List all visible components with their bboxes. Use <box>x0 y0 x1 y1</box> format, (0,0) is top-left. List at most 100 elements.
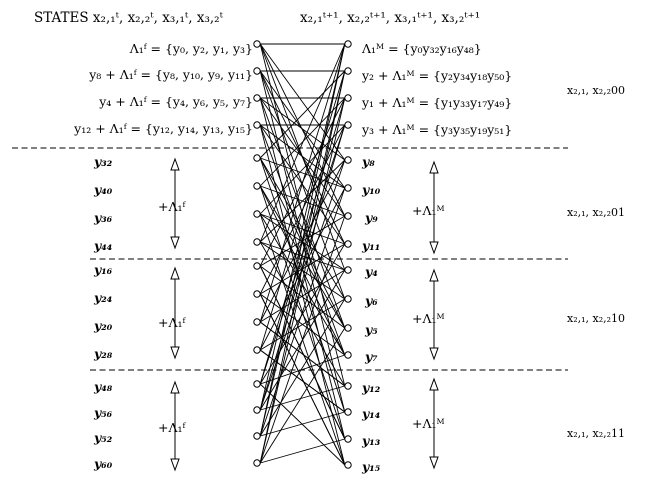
left-state-node <box>253 67 261 75</box>
trellis-edge <box>259 298 346 437</box>
header-right: x₂,₁ᵗ⁺¹, x₂,₂ᵗ⁺¹, x₃,₁ᵗ⁺¹, x₃,₂ᵗ⁺¹ <box>300 10 480 26</box>
trellis-edge <box>260 213 345 245</box>
trellis-edge <box>259 327 346 464</box>
left-state-node <box>253 432 261 440</box>
trellis-edge <box>259 293 346 466</box>
right-state-label: y₁₀ <box>361 182 381 197</box>
right-state-node <box>344 382 352 390</box>
right-state-node <box>344 94 352 102</box>
trellis-edge <box>259 159 346 411</box>
right-state-node <box>344 266 352 274</box>
right-state-label: y₅ <box>364 322 378 337</box>
right-state-node <box>344 461 352 469</box>
right-state-node <box>344 40 352 48</box>
left-state-node <box>253 459 261 467</box>
trellis-edge <box>259 43 346 387</box>
right-set-label-3: y₃ + Λ₁ᴹ = {y₃y₃₅y₁₉y₅₁} <box>361 122 512 137</box>
left-state-label: y₆₀ <box>93 456 113 471</box>
right-set-label-0: Λ₁ᴹ = {y₀y₃₂y₁₆y₄₈} <box>361 41 482 56</box>
right-state-node <box>344 435 352 443</box>
left-set-label-2: y₄ + Λ₁ᶠ = {y₄, y₆, y₅, y₇} <box>98 94 253 109</box>
right-arrow-block-1 <box>429 160 439 255</box>
trellis-edge <box>259 43 346 411</box>
left-arrow-block-1 <box>170 157 180 250</box>
trellis-edge <box>259 43 346 437</box>
left-state-label: y₁₆ <box>93 262 113 277</box>
left-state-node <box>253 210 261 218</box>
trellis-edge <box>259 43 346 243</box>
right-state-node <box>344 240 352 248</box>
left-state-node <box>253 380 261 388</box>
left-state-label: y₂₀ <box>93 318 113 333</box>
left-state-node <box>253 94 261 102</box>
trellis-edge <box>260 438 345 464</box>
right-state-label: y₄ <box>364 264 378 279</box>
right-state-node <box>344 324 352 332</box>
trellis-edge <box>259 241 346 300</box>
left-state-label: y₄₄ <box>93 238 112 253</box>
trellis-edge <box>259 97 346 161</box>
right-state-node <box>344 212 352 220</box>
side-label-00: x₂,₁, x₂,₂00 <box>567 84 625 97</box>
left-state-node <box>253 346 261 354</box>
trellis-edge <box>259 321 346 387</box>
left-shift-label: +Λ₁ᶠ <box>158 420 187 435</box>
left-set-label-0: Λ₁ᶠ = {y₀, y₂, y₁, y₃} <box>129 41 253 56</box>
right-state-node <box>344 408 352 416</box>
left-state-label: y₄₀ <box>93 182 113 197</box>
header-left: STATES x₂,₁ᵗ, x₂,₂ᵗ, x₃,₁ᵗ, x₃,₂ᵗ <box>34 10 224 26</box>
right-shift-label: +Λ₁ᴹ <box>412 311 445 326</box>
left-state-label: y₄₈ <box>93 379 113 394</box>
trellis-edge <box>259 43 346 217</box>
left-state-node <box>253 121 261 129</box>
right-set-label-2: y₁ + Λ₁ᴹ = {y₁y₃₃y₁₇y₄₉} <box>361 95 512 110</box>
trellis-edge <box>259 97 346 464</box>
right-arrow-block-3 <box>429 377 439 470</box>
trellis-edge <box>259 70 346 159</box>
trellis-edge <box>259 215 346 464</box>
trellis-edge <box>259 349 346 413</box>
right-state-label: y₁₁ <box>361 238 380 253</box>
right-state-label: y₁₃ <box>361 433 381 448</box>
right-state-node <box>344 351 352 359</box>
right-state-node <box>344 67 352 75</box>
left-state-node <box>253 40 261 48</box>
right-shift-label: +Λ₁ᴹ <box>412 416 445 431</box>
right-set-label-1: y₂ + Λ₁ᴹ = {y₂y₃₄y₁₈y₅₀} <box>361 68 512 83</box>
left-state-node <box>253 406 261 414</box>
left-state-label: y₂₈ <box>93 346 113 361</box>
trellis-edge <box>259 124 346 215</box>
trellis-edge <box>259 43 346 161</box>
right-state-node <box>344 295 352 303</box>
left-state-label: y₅₆ <box>93 405 113 420</box>
trellis-edge <box>260 241 345 271</box>
right-state-label: y₁₂ <box>361 380 381 395</box>
trellis-edge <box>259 265 346 440</box>
right-arrow-block-2 <box>429 268 439 361</box>
right-state-label: y₁₅ <box>361 459 381 474</box>
trellis-nodes <box>253 40 352 469</box>
side-label-01: x₂,₁, x₂,₂01 <box>567 206 625 219</box>
left-shift-label: +Λ₁ᶠ <box>158 315 187 330</box>
trellis-edge <box>260 385 345 411</box>
trellis-edge <box>260 411 345 437</box>
right-state-node <box>344 121 352 129</box>
trellis-edge <box>259 70 346 464</box>
left-state-node <box>253 318 261 326</box>
side-label-11: x₂,₁, x₂,₂11 <box>567 427 625 440</box>
left-state-node <box>253 262 261 270</box>
left-state-node <box>253 290 261 298</box>
left-state-node <box>253 238 261 246</box>
trellis-edge <box>259 70 346 437</box>
left-state-label: y₂₄ <box>93 290 112 305</box>
right-state-label: y₉ <box>364 210 378 225</box>
trellis-edge <box>259 70 346 351</box>
right-shift-label: +Λ₁ᴹ <box>412 203 445 218</box>
trellis-edge <box>259 187 346 437</box>
right-state-label: y₈ <box>361 154 375 169</box>
right-state-label: y₆ <box>364 293 378 308</box>
trellis-edge <box>259 269 346 323</box>
left-state-label: y₅₂ <box>93 430 113 445</box>
left-state-label: y₃₂ <box>93 154 113 169</box>
